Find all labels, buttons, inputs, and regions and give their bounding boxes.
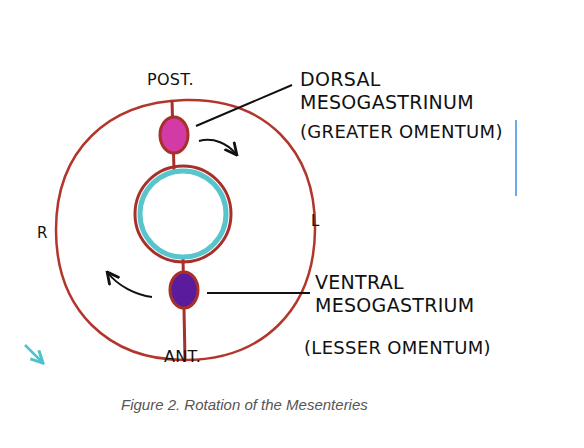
stomach-lumen — [140, 171, 226, 257]
stomach-outer-wall — [135, 166, 231, 262]
ventral-mesogastrium-oval — [170, 272, 198, 308]
dorsal-mesogastrium-oval — [160, 117, 188, 153]
structure-label: DORSAL MESOGASTRINUM — [300, 68, 500, 114]
orientation-label: POST. — [147, 70, 194, 90]
leader-line — [207, 292, 310, 294]
orientation-label: R — [37, 223, 48, 243]
rotation-arrow — [199, 140, 236, 154]
body-wall-outline — [56, 100, 315, 360]
structure-label: (GREATER OMENTUM) — [300, 120, 503, 143]
stray-arrow — [25, 345, 42, 362]
orientation-label: ANT. — [164, 347, 201, 367]
structure-label: (LESSER OMENTUM) — [304, 336, 491, 359]
leader-line — [196, 85, 292, 126]
rotation-arrow — [108, 273, 152, 297]
stray-mark — [515, 120, 517, 196]
structure-label: VENTRAL MESOGASTRIUM — [315, 271, 515, 317]
orientation-label: L — [311, 211, 320, 231]
figure-caption: Figure 2. Rotation of the Mesenteries — [121, 396, 368, 413]
